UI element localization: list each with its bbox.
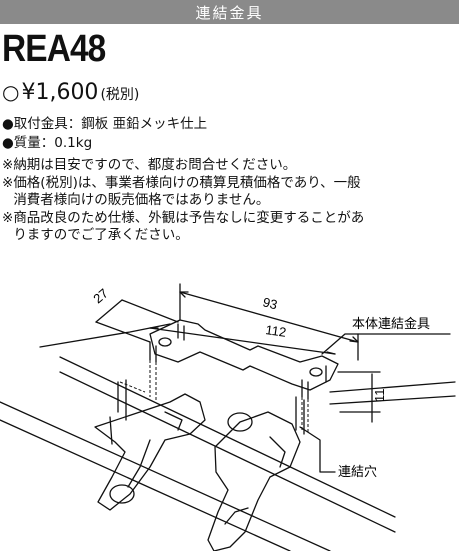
note-spec-change: ※ 商品改良のため仕様、外観は予告なしに変更することがあ りますのでご了承くださ…: [2, 210, 457, 245]
note-delivery: ※ 納期は目安ですので、都度お問合せください。: [2, 157, 457, 175]
note-text: 商品改良のため仕様、外観は予告なしに変更することがあ りますのでご了承ください。: [13, 209, 365, 244]
dim-112-line: [149, 327, 336, 355]
rail-back-top: [59, 356, 396, 518]
rail-front-bottom: [0, 419, 291, 551]
note-mark: ※: [2, 174, 14, 191]
spec-weight: ●質量：0.1kg: [2, 131, 92, 151]
clamp-right: [207, 411, 301, 551]
dim-93: 93: [261, 294, 279, 312]
note-pricing: ※ 価格(税別)は、事業者様向けの積算見積価格であり、一般 消費者様向けの販売価…: [2, 175, 457, 210]
dim-11: 11: [372, 389, 387, 403]
header-title: 連結金具: [195, 3, 264, 22]
bracket-hole-left: [158, 337, 172, 347]
notes-list: ※ 納期は目安ですので、都度お問合せください。 ※ 価格(税別)は、事業者様向け…: [2, 157, 457, 245]
leader-hole: [299, 426, 336, 473]
rail-top-left: [39, 323, 171, 348]
dim-93-line: [179, 291, 359, 343]
rail-front-top: [0, 401, 331, 551]
header-bar: 連結金具: [0, 0, 459, 24]
spec-material: ●取付金具：鋼板 亜鉛メッキ仕上: [2, 112, 207, 132]
price-circle-icon: ○: [2, 80, 20, 104]
bullet-icon: ●: [2, 135, 14, 151]
rail-top-right: [329, 381, 456, 393]
label-hole: 連結穴: [338, 464, 377, 479]
spec-weight-text: 質量：0.1kg: [13, 135, 93, 151]
spec-material-text: 取付金具：鋼板 亜鉛メッキ仕上: [13, 116, 208, 132]
note-mark: ※: [2, 157, 14, 173]
label-bracket: 本体連結金具: [352, 316, 430, 331]
dim-112: 112: [265, 322, 288, 340]
note-text: 納期は目安ですので、都度お問合せください。: [13, 157, 297, 173]
price-value: ¥1,600: [21, 80, 99, 105]
dim-27: 27: [90, 286, 111, 307]
note-mark: ※: [2, 209, 14, 226]
rail-back-bottom: [59, 371, 396, 533]
price-tax-note: (税別): [100, 87, 140, 103]
bullet-icon: ●: [2, 116, 14, 132]
technical-drawing: 93 112 27 11 本体連結金具 連結穴: [0, 283, 456, 551]
bracket-plate: [149, 319, 339, 391]
bracket-hole-right: [309, 367, 323, 377]
clamp-left: [94, 393, 206, 511]
dim-27-line: [95, 299, 123, 323]
leader-bracket: [321, 333, 451, 355]
price-line: ○ ¥1,600 (税別): [2, 80, 139, 105]
model-number: REA48: [2, 28, 106, 70]
note-text: 価格(税別)は、事業者様向けの積算見積価格であり、一般 消費者様向けの販売価格で…: [13, 174, 361, 209]
